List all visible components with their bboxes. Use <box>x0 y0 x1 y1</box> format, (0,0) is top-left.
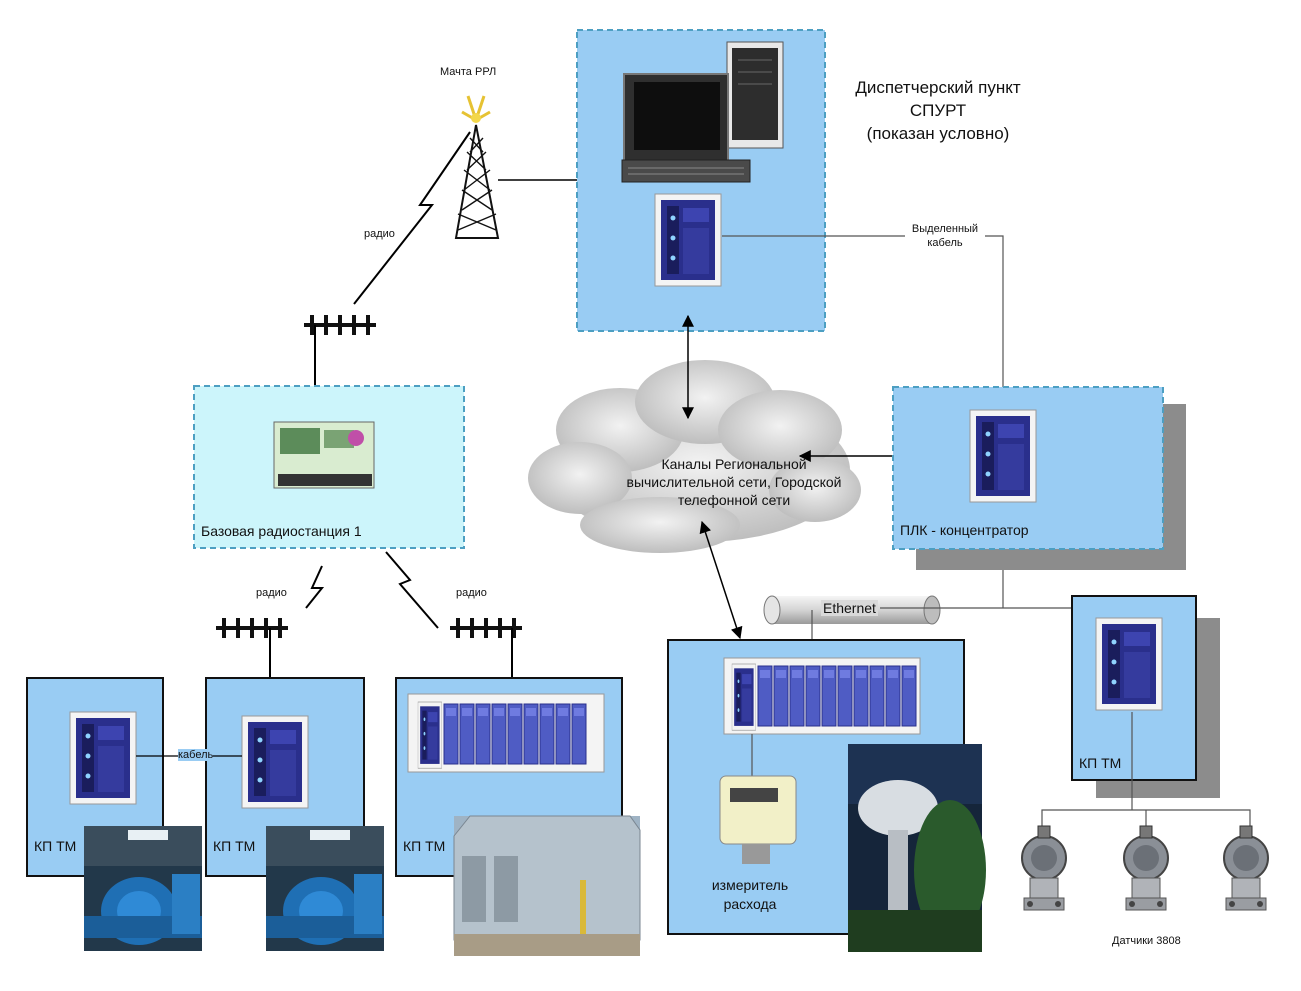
flow-meter-line1: измеритель <box>711 877 789 893</box>
dispatch-title: Диспетчерский пункт СПУРТ (показан услов… <box>838 76 1038 145</box>
flow-meter-label: измеритель расхода <box>690 876 810 914</box>
dispatch-title-line2: СПУРТ <box>909 101 967 120</box>
dedicated-cable-label: Выделенный кабель <box>900 222 990 250</box>
server-icon <box>726 41 784 149</box>
radio-label-top: радио <box>364 228 395 240</box>
radio-link-left <box>305 565 325 609</box>
plc-kp-right-icon <box>1095 617 1163 711</box>
flow-meter-icon <box>719 775 797 864</box>
base-station-label: Базовая радиостанция 1 <box>201 523 362 539</box>
plc-hub-icon <box>969 409 1037 503</box>
kp1-label: КП ТМ <box>34 838 77 854</box>
radio-board-icon <box>273 421 375 489</box>
mast-label: Мачта РРЛ <box>440 66 497 78</box>
radio-label-left: радио <box>256 587 287 599</box>
plc-kp2-icon <box>241 715 309 809</box>
plc-dispatch-icon <box>654 193 722 287</box>
dedicated-cable-line1: Выделенный <box>911 223 979 235</box>
dispatch-title-line1: Диспетчерский пункт <box>855 78 1021 97</box>
cloud-label: Каналы Региональной вычислительной сети,… <box>594 455 874 509</box>
sensors-label: Датчики 3808 <box>1112 935 1181 947</box>
arrow-cloud-rack <box>699 520 743 640</box>
plc-hub-label: ПЛК - концентратор <box>900 522 1029 538</box>
radio-link-right <box>385 551 439 629</box>
dispatch-title-line3: (показан условно) <box>866 124 1010 143</box>
rack-plc-kp3 <box>407 693 605 773</box>
cloud-line2: вычислительной сети, Городской <box>626 474 842 490</box>
pump-photo-1 <box>84 826 202 951</box>
sensor-icon-3 <box>1223 825 1269 911</box>
cloud-line3: телефонной сети <box>677 492 791 508</box>
yagi-antenna-kp2 <box>214 616 290 640</box>
radio-label-right: радио <box>456 587 487 599</box>
sensor-icon-2 <box>1123 825 1169 911</box>
pump-photo-2 <box>266 826 384 951</box>
radio-link-mast <box>353 131 471 305</box>
cloud-line1: Каналы Региональной <box>661 456 807 472</box>
kp3-label: КП ТМ <box>403 838 446 854</box>
computer-icon <box>621 73 751 183</box>
kp-right-label: КП ТМ <box>1079 755 1122 771</box>
water-tower-photo <box>848 744 986 952</box>
dedicated-cable-line2: кабель <box>927 237 963 249</box>
building-photo <box>453 815 641 956</box>
rack-plc-flow <box>723 657 921 735</box>
radio-mast-icon <box>454 95 500 239</box>
flow-meter-line2: расхода <box>723 896 777 912</box>
cable-label: кабель <box>178 749 214 761</box>
sensor-icon-1 <box>1021 825 1067 911</box>
kp2-label: КП ТМ <box>213 838 256 854</box>
ethernet-label: Ethernet <box>821 600 878 616</box>
plc-kp1-icon <box>69 711 137 805</box>
